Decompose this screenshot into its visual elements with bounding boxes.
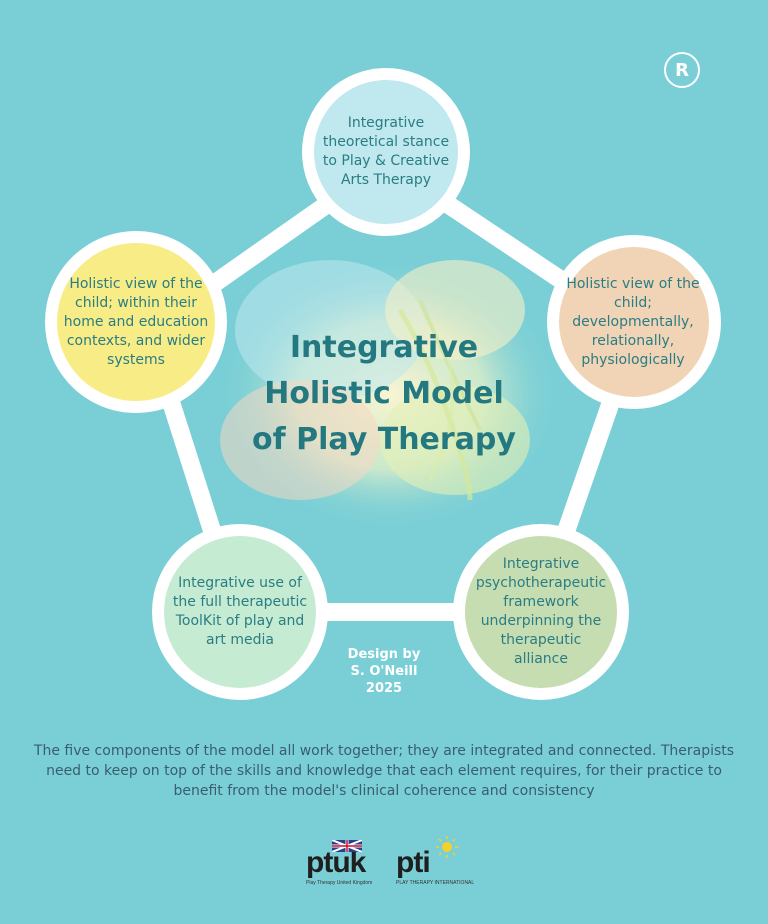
design-credit-line-2: S. O'Neill bbox=[350, 664, 418, 679]
pti-logo-text: pti bbox=[396, 846, 431, 879]
pti-logo: pti PLAY THERAPY INTERNATIONAL bbox=[396, 836, 475, 886]
sun-icon bbox=[436, 836, 458, 858]
node-holistic-developmental: Holistic view of the child; developmenta… bbox=[558, 256, 708, 388]
node-fill-holistic-systems bbox=[57, 243, 215, 401]
watercolor-wash bbox=[220, 260, 560, 530]
model-title: Integrative Holistic Model of Play Thera… bbox=[222, 325, 546, 463]
design-credit: Design by S. O'Neill 2025 bbox=[318, 646, 450, 697]
node-psychotherapeutic-framework: Integrative psychotherapeutic framework … bbox=[472, 546, 610, 678]
node-theoretical-stance-text: Integrative theoretical stance to Play &… bbox=[322, 115, 450, 188]
node-theoretical-stance: Integrative theoretical stance to Play &… bbox=[318, 88, 454, 216]
design-credit-line-3: 2025 bbox=[365, 681, 403, 696]
node-psychotherapeutic-framework-text: Integrative psychotherapeutic framework … bbox=[475, 556, 607, 667]
node-fill-holistic-developmental bbox=[559, 247, 709, 397]
node-holistic-developmental-text: Holistic view of the child; developmenta… bbox=[566, 275, 700, 368]
ptuk-logo-tagline: Play Therapy United Kingdom bbox=[306, 880, 373, 886]
model-title-line-1: Integrative bbox=[289, 330, 479, 365]
model-title-line-2: Holistic Model bbox=[264, 376, 504, 411]
node-therapeutic-toolkit-text: Integrative use of the full therapeutic … bbox=[172, 575, 308, 648]
node-holistic-systems: Holistic view of the child; within their… bbox=[62, 254, 210, 390]
model-caption: The five components of the model all wor… bbox=[33, 743, 735, 799]
design-credit-line-1: Design by bbox=[347, 647, 421, 662]
node-fill-theoretical-stance bbox=[314, 80, 458, 224]
flag-icon bbox=[332, 840, 362, 852]
registered-mark-letter: R bbox=[675, 59, 689, 81]
pti-logo-tagline: PLAY THERAPY INTERNATIONAL bbox=[396, 880, 475, 886]
node-fill-psychotherapeutic-framework bbox=[465, 536, 617, 688]
ptuk-logo: ptuk Play Therapy United Kingdom bbox=[306, 840, 373, 886]
node-fill-therapeutic-toolkit bbox=[164, 536, 316, 688]
node-holistic-systems-text: Holistic view of the child; within their… bbox=[63, 275, 209, 368]
model-title-line-3: of Play Therapy bbox=[252, 422, 516, 457]
registered-icon: R bbox=[664, 52, 700, 88]
node-therapeutic-toolkit: Integrative use of the full therapeutic … bbox=[170, 546, 310, 678]
